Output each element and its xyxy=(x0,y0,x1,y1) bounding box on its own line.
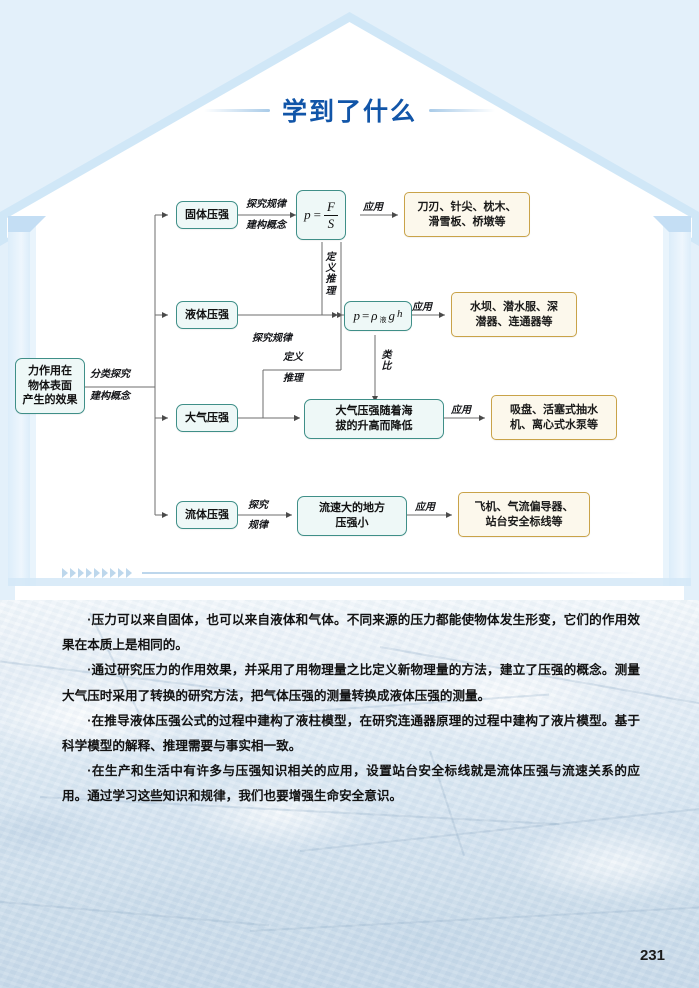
edge-label-fluid-top: 探究 xyxy=(248,500,268,511)
root-line-2: 物体表面 xyxy=(28,379,72,392)
node-solid-pressure: 固体压强 xyxy=(176,201,238,229)
atmos-line-1: 大气压强随着海 xyxy=(335,405,413,418)
node-atmospheric-pressure: 大气压强 xyxy=(176,404,238,432)
edge-label-derive-2: 推理 xyxy=(283,373,303,384)
app2-line-2: 潜器、连通器等 xyxy=(475,315,553,328)
title-rule-right xyxy=(429,108,495,112)
concept-map-connectors xyxy=(85,212,485,518)
page-title: 学到了什么 xyxy=(281,98,417,126)
app3-line-1: 吸盘、活塞式抽水 xyxy=(510,403,598,416)
root-line-1: 力作用在 xyxy=(28,365,72,378)
summary-text: ·压力可以来自固体，也可以来自液体和气体。不同来源的压力都能使物体发生形变，它们… xyxy=(62,608,640,810)
edge-label-solid-top: 探究规律 xyxy=(246,199,286,210)
app2-line-1: 水坝、潜水服、深 xyxy=(470,300,558,313)
node-formula-solid: p= F S xyxy=(296,190,346,240)
node-application-liquid: 水坝、潜水服、深 潜器、连通器等 xyxy=(451,292,577,337)
edge-label-apply-3: 应用 xyxy=(451,405,471,416)
app1-line-1: 刀刃、针尖、枕木、 xyxy=(417,200,517,213)
edge-label-define-2: 定义 xyxy=(283,352,303,363)
edge-label-liquid-explore: 探究规律 xyxy=(252,333,292,344)
node-atmos-conclusion: 大气压强随着海 拔的升高而降低 xyxy=(304,399,444,439)
edge-label-solid-bottom: 建构概念 xyxy=(246,220,286,231)
summary-paragraph-4: ·在生产和生活中有许多与压强知识相关的应用，设置站台安全标线就是流体压强与流速关… xyxy=(62,764,640,804)
summary-paragraph-2: ·通过研究压力的作用效果，并采用了用物理量之比定义新物理量的方法，建立了压强的概… xyxy=(62,663,640,703)
title-rule-left xyxy=(203,108,270,112)
summary-paragraph-1: ·压力可以来自固体，也可以来自液体和气体。不同来源的压力都能使物体发生形变，它们… xyxy=(62,613,640,653)
section-divider xyxy=(62,563,642,583)
atmos-line-2: 拔的升高而降低 xyxy=(335,420,413,432)
edge-label-analogy: 类 比 xyxy=(381,350,392,373)
chevron-marks-icon xyxy=(62,568,134,578)
root-line-3: 产生的效果 xyxy=(22,394,78,407)
page-number: 231 xyxy=(639,947,665,964)
edge-label-apply-2: 应用 xyxy=(412,302,432,313)
app1-line-2: 滑雪板、桥墩等 xyxy=(428,215,506,228)
fluid-line-1: 流速大的地方 xyxy=(319,502,385,515)
concept-map: 力作用在 物体表面 产生的效果 分类探究 建构概念 固体压强 探究规律 建构概念… xyxy=(0,170,699,560)
app4-line-2: 站台安全标线等 xyxy=(485,515,563,528)
node-root-label: 力作用在 物体表面 产生的效果 xyxy=(23,364,78,408)
edge-label-apply-1: 应用 xyxy=(363,202,383,213)
node-liquid-pressure: 液体压强 xyxy=(176,301,238,329)
summary-paragraph-3: ·在推导液体压强公式的过程中建构了液柱模型，在研究连通器原理的过程中建构了液片模… xyxy=(62,713,640,753)
app4-line-1: 飞机、气流偏导器、 xyxy=(474,500,574,513)
page-title-block: 学到了什么 xyxy=(0,92,699,128)
edge-label-apply-4: 应用 xyxy=(415,502,435,513)
node-root: 力作用在 物体表面 产生的效果 xyxy=(15,358,85,414)
stone-texture-background xyxy=(0,600,699,988)
edge-label-root-top: 分类探究 xyxy=(90,369,130,380)
edge-label-root-bottom: 建构概念 xyxy=(90,391,130,402)
fluid-line-2: 压强小 xyxy=(335,517,369,529)
divider-line xyxy=(142,572,642,574)
node-application-atmos: 吸盘、活塞式抽水 机、离心式水泵等 xyxy=(491,395,617,440)
app3-line-2: 机、离心式水泵等 xyxy=(510,418,598,431)
node-fluid-pressure: 流体压强 xyxy=(176,501,238,529)
node-application-solid: 刀刃、针尖、枕木、 滑雪板、桥墩等 xyxy=(404,192,530,237)
node-application-fluid: 飞机、气流偏导器、 站台安全标线等 xyxy=(458,492,590,537)
node-fluid-conclusion: 流速大的地方 压强小 xyxy=(297,496,407,536)
edge-label-define-derive-1: 定 义 推 理 xyxy=(325,252,336,297)
edge-label-fluid-bottom: 规律 xyxy=(248,520,268,531)
formula-p-equals: p= F S xyxy=(304,200,338,230)
